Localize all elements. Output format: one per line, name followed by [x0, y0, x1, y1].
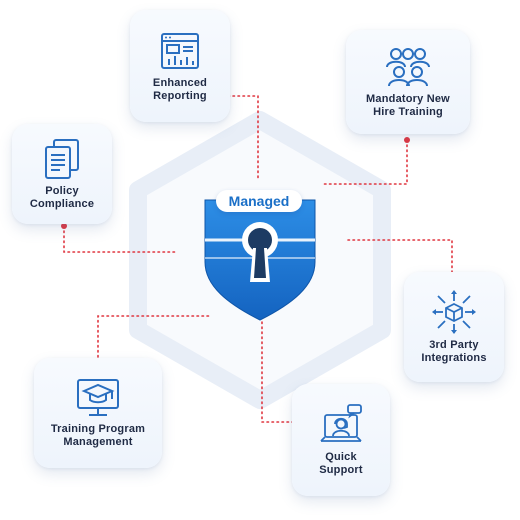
- card-quick-support[interactable]: Quick Support: [292, 384, 390, 496]
- card-label: Policy Compliance: [30, 185, 94, 211]
- card-policy-compliance[interactable]: Policy Compliance: [12, 124, 112, 224]
- label-line: Quick: [325, 451, 357, 463]
- keyhole-icon: [242, 222, 278, 282]
- card-label: 3rd Party Integrations: [421, 339, 486, 365]
- card-label: Quick Support: [319, 451, 363, 477]
- documents-icon: [45, 139, 79, 179]
- card-enhanced-reporting[interactable]: Enhanced Reporting: [130, 10, 230, 122]
- label-line: Integrations: [421, 352, 487, 364]
- shield-icon: [204, 199, 316, 321]
- connector-quick-support: [261, 321, 299, 423]
- label-line: Policy: [45, 185, 79, 197]
- users-group-icon: [386, 48, 430, 87]
- card-label: Mandatory New Hire Training: [366, 93, 450, 119]
- connector-third-party: [347, 239, 453, 279]
- label-line: Reporting: [153, 90, 207, 102]
- connector-enhanced-reporting: [217, 95, 259, 181]
- connector-mandatory-training: [321, 139, 408, 185]
- label-line: Compliance: [29, 198, 95, 210]
- report-dashboard-icon: [161, 33, 199, 69]
- shield-label: Managed: [216, 190, 302, 212]
- integration-cube-icon: [432, 290, 476, 334]
- connector-policy-compliance: [63, 225, 177, 253]
- support-agent-icon: [320, 404, 362, 442]
- card-label: Enhanced Reporting: [153, 77, 207, 103]
- label-line: Enhanced: [152, 77, 208, 89]
- graduation-monitor-icon: [77, 379, 119, 416]
- connector-dot: [404, 137, 410, 143]
- label-line: Training Program: [50, 423, 146, 435]
- label-line: Management: [63, 436, 133, 448]
- label-line: Hire Training: [373, 106, 443, 118]
- label-line: Mandatory New: [366, 93, 450, 105]
- card-third-party-integrations[interactable]: 3rd Party Integrations: [404, 272, 504, 382]
- label-line: 3rd Party: [429, 339, 479, 351]
- card-mandatory-new-hire-training[interactable]: Mandatory New Hire Training: [346, 30, 470, 134]
- connector-dot: [61, 223, 67, 229]
- label-line: Support: [319, 464, 363, 476]
- card-training-program-management[interactable]: Training Program Management: [34, 358, 162, 468]
- card-label: Training Program Management: [51, 423, 145, 449]
- connector-training-program: [97, 315, 211, 363]
